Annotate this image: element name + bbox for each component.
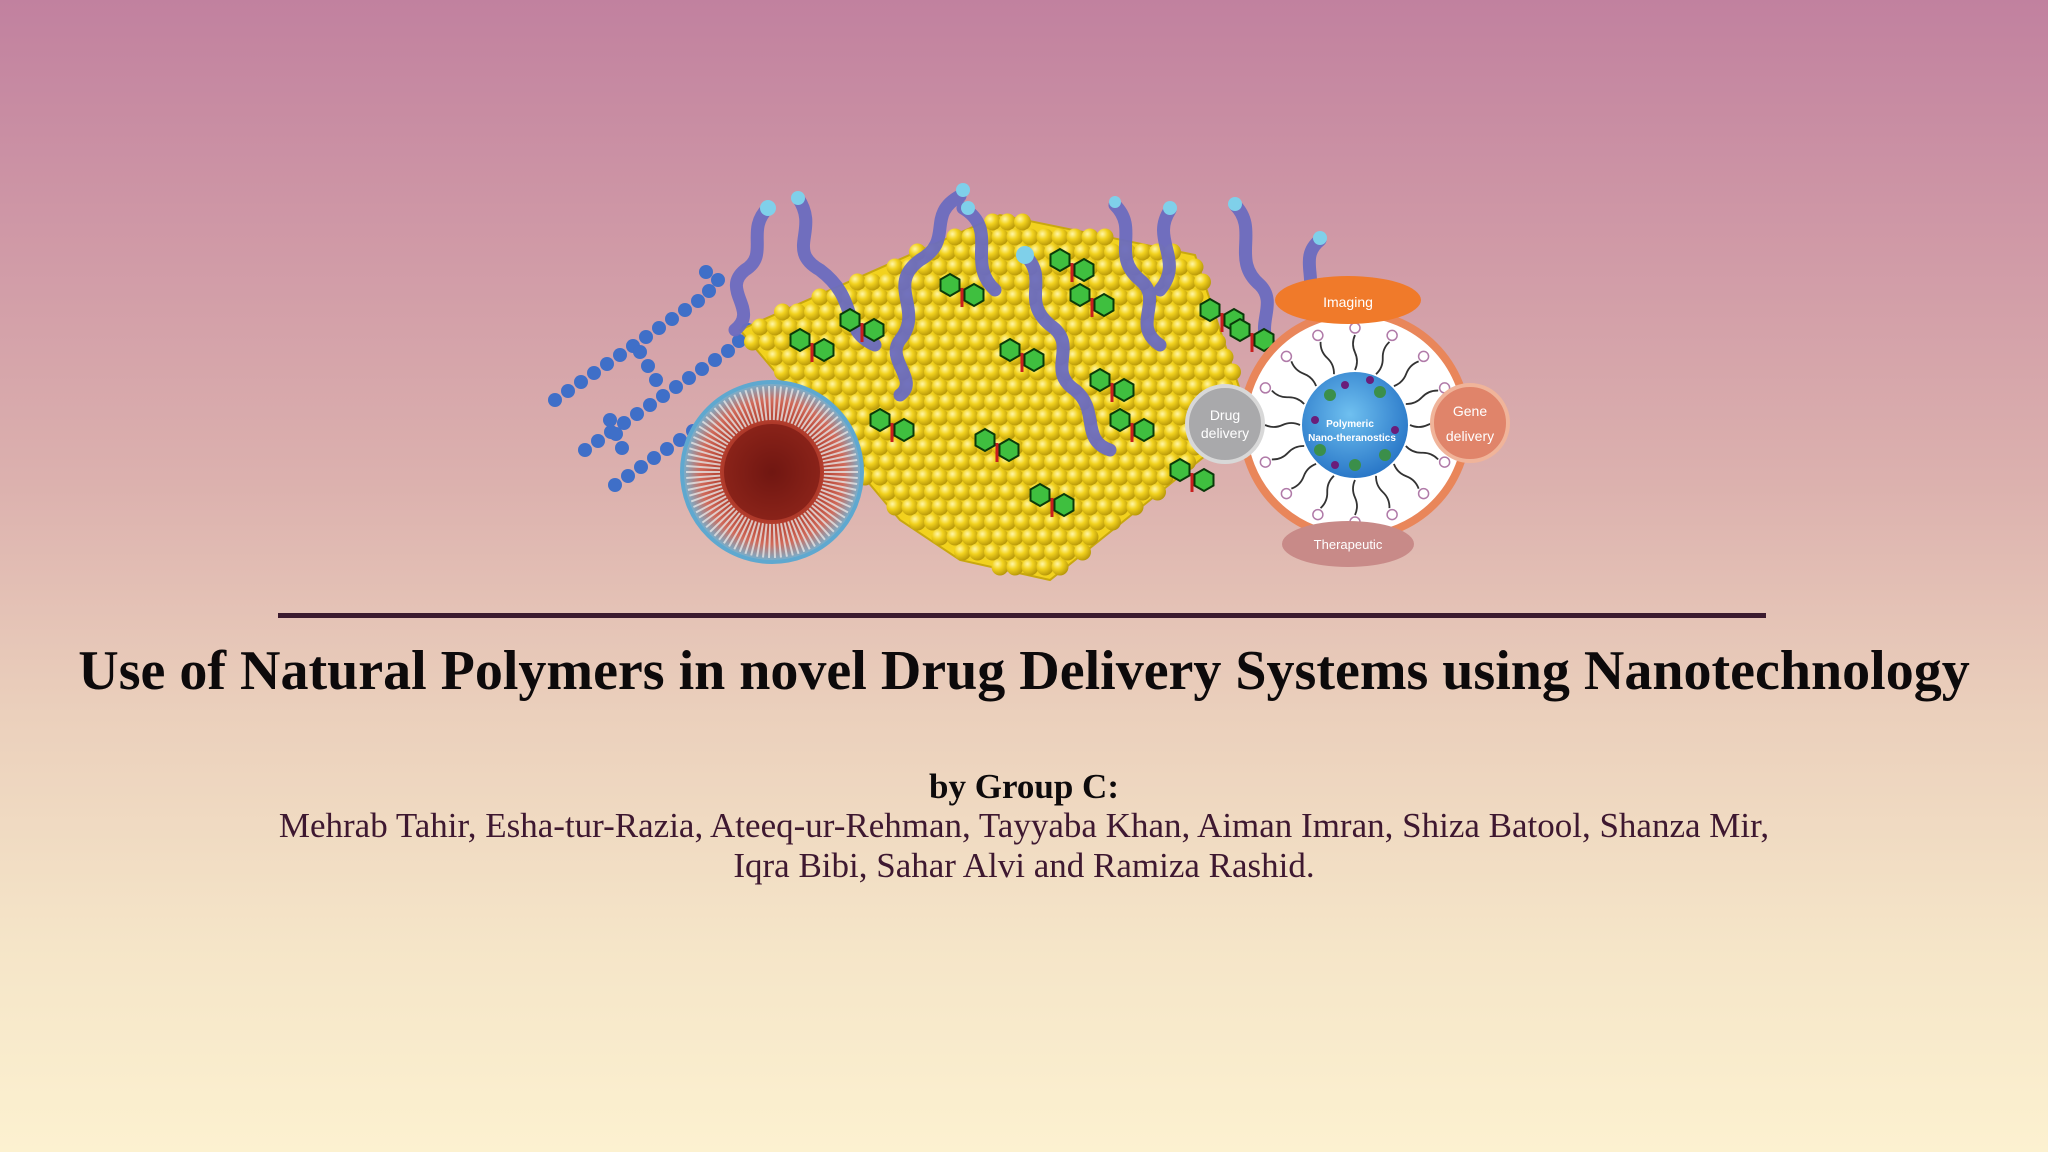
group-label: by Group C: [929, 767, 1119, 806]
author-list: Mehrab Tahir, Esha-tur-Razia, Ateeq-ur-R… [278, 806, 1770, 885]
drug-delivery-label-line1: Drug [1210, 407, 1240, 423]
strand-tips [760, 183, 1327, 264]
drug-delivery-label-line2: delivery [1201, 425, 1249, 441]
micelle-sphere [680, 380, 864, 564]
gene-delivery-label-line1: Gene [1453, 403, 1487, 419]
theranostics-diagram: Polymeric Nano-theranostics Imaging Drug… [1185, 276, 1510, 567]
gene-delivery-label-line2: delivery [1446, 428, 1494, 444]
imaging-label: Imaging [1323, 294, 1373, 310]
core-label-line1: Polymeric [1326, 419, 1374, 430]
divider-rule [278, 613, 1766, 618]
slide-title: Use of Natural Polymers in novel Drug De… [78, 640, 1970, 702]
therapeutic-label: Therapeutic [1314, 537, 1383, 552]
drug-molecules [789, 247, 1275, 518]
nanotechnology-illustration: Polymeric Nano-theranostics Imaging Drug… [548, 183, 1510, 582]
core-label-line2: Nano-theranostics [1308, 433, 1396, 444]
